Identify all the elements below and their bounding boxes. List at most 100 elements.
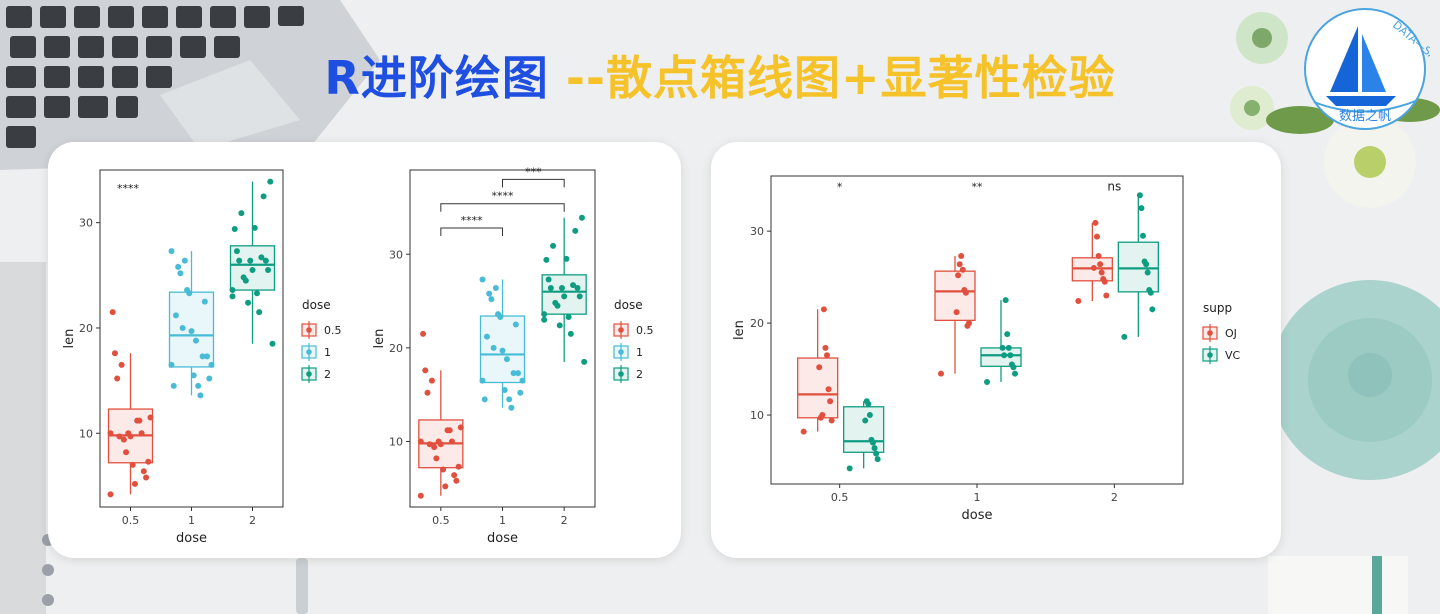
pen-decoration (296, 558, 308, 614)
c3-oj-2-point (1094, 233, 1100, 240)
c3-vc-2-point (1144, 269, 1151, 276)
y-tick-label: 10 (79, 427, 93, 440)
c1-0.5-point (143, 474, 150, 481)
c3-vc-2-point (1141, 258, 1148, 265)
c3-oj-0.5-point (824, 352, 830, 359)
c1-0.5-point (145, 458, 152, 465)
c1-2-point (262, 257, 269, 264)
c3-vc-0.5-point (863, 398, 870, 405)
c1-2-point (231, 225, 238, 232)
c1-1-point (168, 361, 175, 368)
c2-2-point (556, 322, 563, 329)
x-tick-label: 2 (249, 514, 256, 527)
legend-label: OJ (1225, 327, 1237, 340)
c2-comparison-bracket (440, 203, 565, 212)
flower-decoration (1230, 12, 1440, 208)
c2-0.5-point (444, 427, 451, 434)
c1-2-point (245, 299, 252, 306)
c2-2-point (543, 256, 550, 263)
c2-0.5-point (424, 389, 431, 396)
c2-1-point (503, 356, 510, 363)
c2-1-point (479, 276, 486, 283)
c2-0.5-point (426, 441, 433, 448)
c3-vc-2-point (1121, 333, 1128, 340)
c1-1-point (206, 375, 213, 382)
c2-1-point (479, 377, 486, 384)
teapot-decoration (1270, 280, 1440, 480)
data-sail-logo: DATA—SAIL 数据之帆 (1304, 8, 1430, 130)
c1-0.5-point (116, 433, 123, 440)
c3-vc-0.5-point (871, 445, 878, 452)
c3-vc-2-point (1140, 232, 1146, 239)
c3-oj-0.5-point (816, 364, 823, 371)
c2-0.5-point (455, 463, 462, 470)
legend-key-point (306, 371, 312, 377)
logo-bottom-text: 数据之帆 (1339, 109, 1391, 124)
c2-0.5-point (433, 455, 440, 462)
c1-significance-label: **** (117, 182, 140, 195)
c2-comparison-label: **** (492, 190, 515, 203)
c2-0.5-point (451, 472, 458, 479)
c2-2-point (581, 358, 588, 365)
c2-2-point (561, 293, 568, 300)
x-tick-label: 1 (499, 514, 506, 527)
c3-vc-1-point (999, 344, 1006, 351)
c3-oj-1-point (961, 287, 968, 294)
c3-oj-2-point (1098, 269, 1105, 276)
c2-1-point (481, 396, 488, 403)
x-tick-label: 2 (561, 514, 568, 527)
c2-2-point (547, 284, 554, 291)
c2-1-point (499, 347, 506, 354)
c2-2-point (570, 282, 577, 289)
c1-1-point (175, 263, 182, 270)
y-axis-label: len (372, 329, 387, 349)
c2-1-point (519, 377, 526, 384)
c1-1-point (197, 392, 204, 399)
c3-vc-0.5-point (873, 450, 880, 457)
c2-0.5-point (448, 438, 455, 445)
y-axis-label: len (62, 329, 77, 349)
legend-label: 1 (636, 346, 643, 359)
c2-comparison-label: *** (525, 165, 542, 178)
c2-0.5-point (420, 330, 427, 337)
title-sub: --散点箱线图+显著性检验 (565, 51, 1116, 105)
c2-1-point (515, 370, 522, 377)
c2-2-point (563, 255, 570, 262)
c2-0.5-point (442, 483, 449, 490)
c3-significance-label: ns (1107, 180, 1121, 194)
c2-1-point (488, 296, 495, 303)
c1-1-point (177, 270, 184, 277)
legend-key-point (306, 349, 312, 355)
c2-1-point (495, 311, 502, 318)
c1-0.5-point (107, 430, 114, 437)
c3-oj-1-point (955, 272, 962, 279)
c1-1-point (192, 337, 199, 344)
c1-0.5-point (123, 449, 130, 456)
c1-1-point (201, 298, 208, 305)
c1-2-point (260, 193, 267, 200)
legend-title: supp (1203, 301, 1232, 315)
c1-0.5-point (147, 414, 154, 421)
x-tick-label: 1 (974, 491, 981, 504)
c3-vc-0.5-box (843, 406, 885, 453)
x-tick-label: 2 (1111, 491, 1118, 504)
c1-1-point (204, 353, 211, 360)
c2-1-point (486, 290, 493, 297)
c3-significance-label: * (837, 181, 843, 194)
c2-1-point (501, 386, 508, 393)
page-title: R进阶绘图 --散点箱线图+显著性检验 (0, 42, 1440, 108)
c3-significance-label: ** (972, 181, 984, 194)
c1-1-point (195, 382, 202, 389)
c3-oj-0.5-point (820, 306, 827, 313)
c2-2-point (558, 284, 565, 291)
c3-oj-1-point (958, 252, 965, 259)
bookmark-decoration (1372, 556, 1382, 614)
notepad-decoration (1268, 556, 1408, 614)
x-axis-label: dose (176, 531, 207, 546)
legend-label: 1 (324, 346, 331, 359)
c2-0.5-point (422, 367, 429, 374)
c1-2-point (236, 257, 243, 264)
c2-2-point (541, 316, 548, 323)
x-tick-label: 0.5 (831, 491, 849, 504)
c2-0.5-point (457, 424, 464, 431)
